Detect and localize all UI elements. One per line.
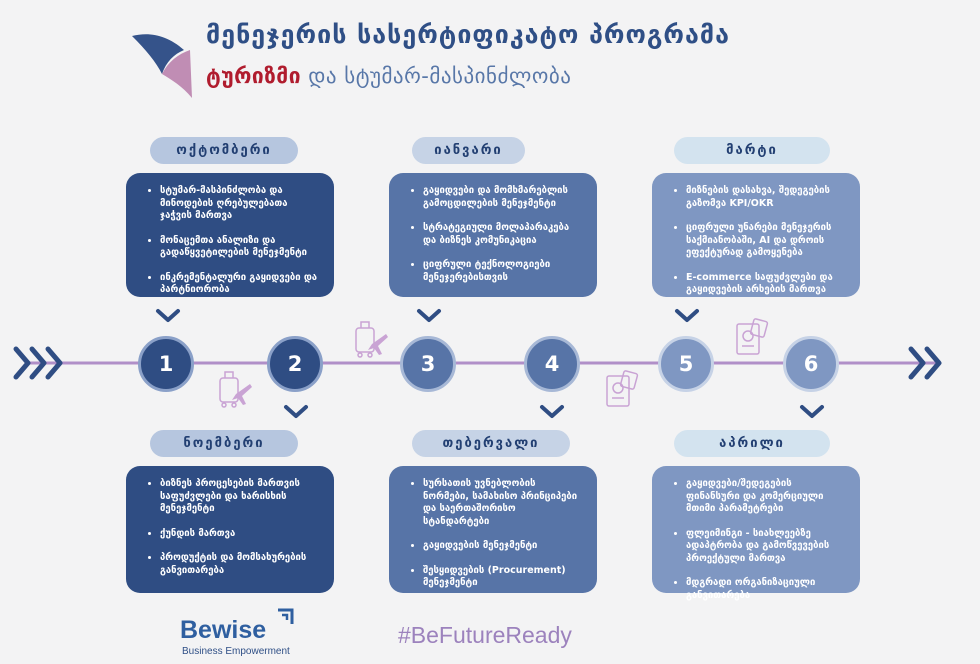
module-box-march: მიზნების დასახვა, შედეგების გაზომვა KPI/…: [652, 173, 860, 297]
module-item: გაყიდვები და მომხმარებლის გამოცდილების მ…: [423, 185, 581, 210]
module-item: მონაცემთა ანალიზი და გადაწყვეტილების მენ…: [160, 235, 318, 260]
module-item: E-commerce საფუძვლები და გაყიდვების არხე…: [686, 272, 844, 297]
passport-icon: [736, 318, 769, 355]
module-box-october: სტუმარ-მასპინძლობა და მინოდების ღრებულებ…: [126, 173, 334, 297]
luggage-airplane-icon: [355, 321, 388, 358]
brand-tagline: Business Empowerment: [182, 646, 290, 657]
module-item: გაყიდვები/შედეგების ფინანსური და კომერცი…: [686, 478, 844, 516]
module-item: პროდუქტის და მომსახურების განვითარება: [160, 552, 318, 577]
module-item: სტუმარ-მასპინძლობა და მინოდების ღრებულებ…: [160, 185, 318, 223]
chevron-down-icon: [156, 309, 180, 322]
module-item: სტრატეგიული მოლაპარაკება და ბიზნეს კომუნ…: [423, 222, 581, 247]
month-pill-march: მარტი: [674, 137, 830, 164]
brand-logo-icon: [278, 608, 294, 624]
hashtag: #BeFutureReady: [398, 622, 572, 648]
module-item: ინკრემენტალური გაყიდვები და პარტნიორობა: [160, 272, 318, 297]
chevron-down-icon: [540, 405, 564, 418]
module-box-february: სურსათის უვნებლობის ნორმები, სამახისო პრ…: [389, 466, 597, 593]
module-item: გაყიდვების მენეჯმენტი: [423, 540, 581, 553]
chevron-down-icon: [675, 309, 699, 322]
module-item: ფლეიმინგი - სიახლეებზე ადაპტრობა და გამო…: [686, 528, 844, 566]
step-circle-4: 4: [524, 336, 580, 392]
page-title: მენეჯერის სასერტიფიკატო პროგრამა: [206, 20, 730, 49]
step-circle-1: 1: [138, 336, 194, 392]
module-item: შესყიდვების (Procurement) მენეჯმენტი: [423, 565, 581, 590]
chevron-down-icon: [284, 405, 308, 418]
month-pill-april: აპრილი: [674, 430, 830, 457]
module-box-april: გაყიდვები/შედეგების ფინანსური და კომერცი…: [652, 466, 860, 601]
chevron-down-icon: [800, 405, 824, 418]
month-pill-november: ნოემბერი: [150, 430, 298, 457]
step-circle-3: 3: [400, 336, 456, 392]
passport-icon: [606, 370, 639, 407]
module-item: ციფრული უნარები მენეჯერის საქმიანობაში, …: [686, 222, 844, 260]
timeline-end-arrows-icon: [908, 346, 942, 380]
page-subtitle: ტურიზმი და სტუმარ-მასპინძლობა: [206, 64, 571, 88]
month-pill-october: ოქტომბერი: [150, 137, 298, 164]
module-item: ციფრული ტექნოლოგიები მენეჯერებისთვის: [423, 259, 581, 284]
subtitle-accent: ტურიზმი: [206, 64, 302, 88]
module-item: მდგრადი ორგანიზაციული განვითარება: [686, 577, 844, 602]
timeline-start-arrows-icon: [13, 346, 63, 380]
month-pill-february: თებერვალი: [412, 430, 570, 457]
boomerang-logo-icon: [132, 34, 192, 98]
step-circle-6: 6: [783, 336, 839, 392]
step-circle-2: 2: [267, 336, 323, 392]
step-circle-5: 5: [658, 336, 714, 392]
subtitle-rest: და სტუმარ-მასპინძლობა: [301, 64, 572, 88]
chevron-down-icon: [417, 309, 441, 322]
module-box-january: გაყიდვები და მომხმარებლის გამოცდილების მ…: [389, 173, 597, 297]
luggage-airplane-icon: [219, 371, 252, 408]
module-item: ბიზნეს პროცესების მართვის საფუძვლები და …: [160, 478, 318, 516]
month-pill-january: იანვარი: [412, 137, 525, 164]
module-item: მიზნების დასახვა, შედეგების გაზომვა KPI/…: [686, 185, 844, 210]
brand-name: Bewise: [180, 616, 267, 644]
module-item: ქუნდის მართვა: [160, 528, 318, 541]
module-box-november: ბიზნეს პროცესების მართვის საფუძვლები და …: [126, 466, 334, 593]
module-item: სურსათის უვნებლობის ნორმები, სამახისო პრ…: [423, 478, 581, 528]
